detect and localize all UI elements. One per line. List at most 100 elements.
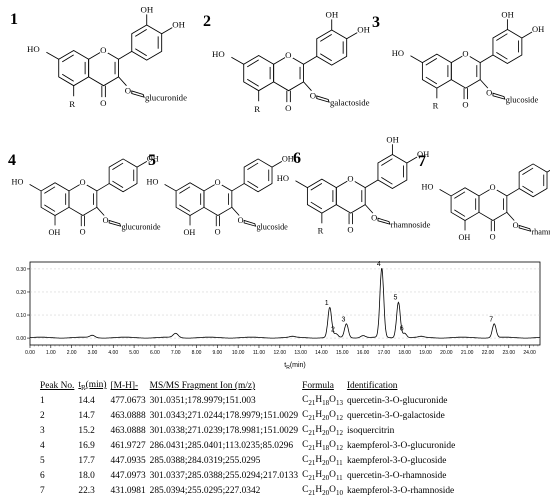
substituent-label: glucuronide: [121, 222, 160, 231]
ring-o: O: [347, 174, 353, 184]
peak-label-5: 5: [393, 294, 397, 301]
col-msms: MS/MS Fragment Ion (m/z): [149, 380, 256, 391]
ring-o: O: [80, 178, 86, 187]
oh-4prime-label: OH: [532, 24, 544, 34]
ring-a: [243, 54, 275, 92]
peak-no-cell: 2: [40, 411, 45, 422]
ring-a: [175, 182, 205, 216]
formula-cell: C21H20O11: [302, 454, 343, 467]
x-tick-label: 18.00: [398, 350, 411, 356]
x-tick-label: 2.00: [67, 350, 77, 356]
identification-cell: isoquercitrin: [346, 426, 395, 437]
mh-cell: 447.0935: [110, 456, 146, 467]
peak-table: Peak No. tR(min) [M-H]- MS/MS Fragment I…: [40, 380, 459, 499]
ring-c: [203, 182, 233, 216]
oh-5-label: OH: [458, 233, 470, 242]
oh-3prime-label: OH: [326, 10, 339, 20]
tr-cell: 14.4: [78, 396, 95, 407]
formula-cell: C21H18O13: [302, 394, 343, 407]
compound-number-3: 3: [372, 14, 380, 31]
substituent-label: galactoside: [330, 98, 370, 108]
x-tick-label: 1.00: [46, 350, 56, 356]
carbonyl-o: O: [490, 232, 496, 241]
ring-c: [273, 54, 304, 92]
ho-label: HO: [12, 177, 24, 186]
substituent-label: rhamnoside: [391, 220, 431, 230]
ring-o: O: [100, 45, 106, 55]
col-mh: [M-H]-: [110, 380, 139, 391]
ring-o: O: [462, 49, 468, 59]
chromatogram-trace: [30, 268, 540, 339]
ho-label: HO: [392, 48, 404, 58]
carbonyl-o: O: [462, 100, 468, 110]
substituent-label: glucoside: [506, 95, 539, 105]
col-tr: tR(min): [78, 380, 107, 392]
x-tick-label: 12.00: [274, 350, 287, 356]
ring-c: [478, 187, 508, 221]
x-tick-label: 15.00: [336, 350, 349, 356]
mh-cell: 463.0888: [110, 426, 146, 437]
msms-cell: 301.0343;271.0244;178.9979;151.0029: [149, 411, 299, 422]
glycoside-o: O: [310, 91, 316, 101]
wedge-bond: [316, 95, 330, 103]
oh-4prime-label: OH: [357, 25, 370, 35]
formula-cell: C21H20O12: [302, 424, 343, 437]
peak-no-cell: 7: [40, 486, 45, 497]
ring-a: [306, 178, 337, 214]
formula-cell: C21H20O12: [302, 409, 343, 422]
x-tick-label: 24.00: [523, 350, 536, 356]
y-tick-label: 0.00: [16, 336, 26, 342]
compound-number-2: 2: [203, 13, 211, 30]
wedge-bond: [131, 90, 145, 98]
ring-c: [450, 53, 481, 89]
ring-o: O: [215, 178, 221, 187]
r-group-label: R: [318, 226, 324, 236]
ring-a: [421, 53, 452, 89]
ring-b: [243, 158, 273, 193]
tr-cell: 14.7: [78, 411, 95, 422]
ho-label: HO: [422, 182, 434, 191]
x-tick-label: 20.00: [440, 350, 453, 356]
msms-cell: 286.0431;285.0401;113.0235;85.0296: [149, 441, 294, 452]
oh-4prime-label: OH: [282, 154, 294, 163]
peak-no-cell: 5: [40, 456, 45, 467]
peak-no-cell: 6: [40, 471, 45, 482]
ring-c: [68, 182, 98, 216]
mh-cell: 461.9727: [110, 441, 146, 452]
tr-cell: 17.7: [78, 456, 95, 467]
x-tick-label: 21.00: [461, 350, 474, 356]
glycoside-o: O: [238, 216, 244, 225]
wedge-bond: [243, 219, 257, 227]
peak-label-1: 1: [325, 300, 329, 307]
x-tick-label: 16.00: [357, 350, 370, 356]
identification-cell: quercetin-3-O-galactoside: [346, 411, 445, 422]
ring-o: O: [285, 50, 291, 60]
x-tick-label: 6.00: [150, 350, 160, 356]
wedge-bond: [518, 224, 532, 232]
ho-label: HO: [27, 44, 40, 54]
oh-4prime-label: OH: [417, 149, 429, 159]
formula-cell: C21H18O12: [302, 439, 343, 452]
table-header-row: Peak No. tR(min) [M-H]- MS/MS Fragment I…: [40, 380, 459, 394]
oh-4prime-label: OH: [172, 20, 185, 30]
compound-number-4: 4: [8, 152, 16, 169]
peak-label-2: 2: [331, 327, 335, 334]
carbonyl-o: O: [100, 98, 106, 108]
wedge-bond: [377, 217, 391, 225]
x-tick-label: 10.00: [232, 350, 245, 356]
msms-cell: 285.0388;284.0319;255.0295: [149, 456, 261, 467]
x-tick-label: 5.00: [129, 350, 139, 356]
identification-cell: kaempferol-3-O-glucoside: [346, 456, 447, 467]
y-tick-label: 0.30: [16, 267, 26, 273]
y-tick-label: 0.20: [16, 290, 26, 296]
substituent-label: glucoside: [256, 222, 288, 231]
glycoside-o: O: [125, 86, 131, 96]
x-tick-label: 22.00: [482, 350, 495, 356]
